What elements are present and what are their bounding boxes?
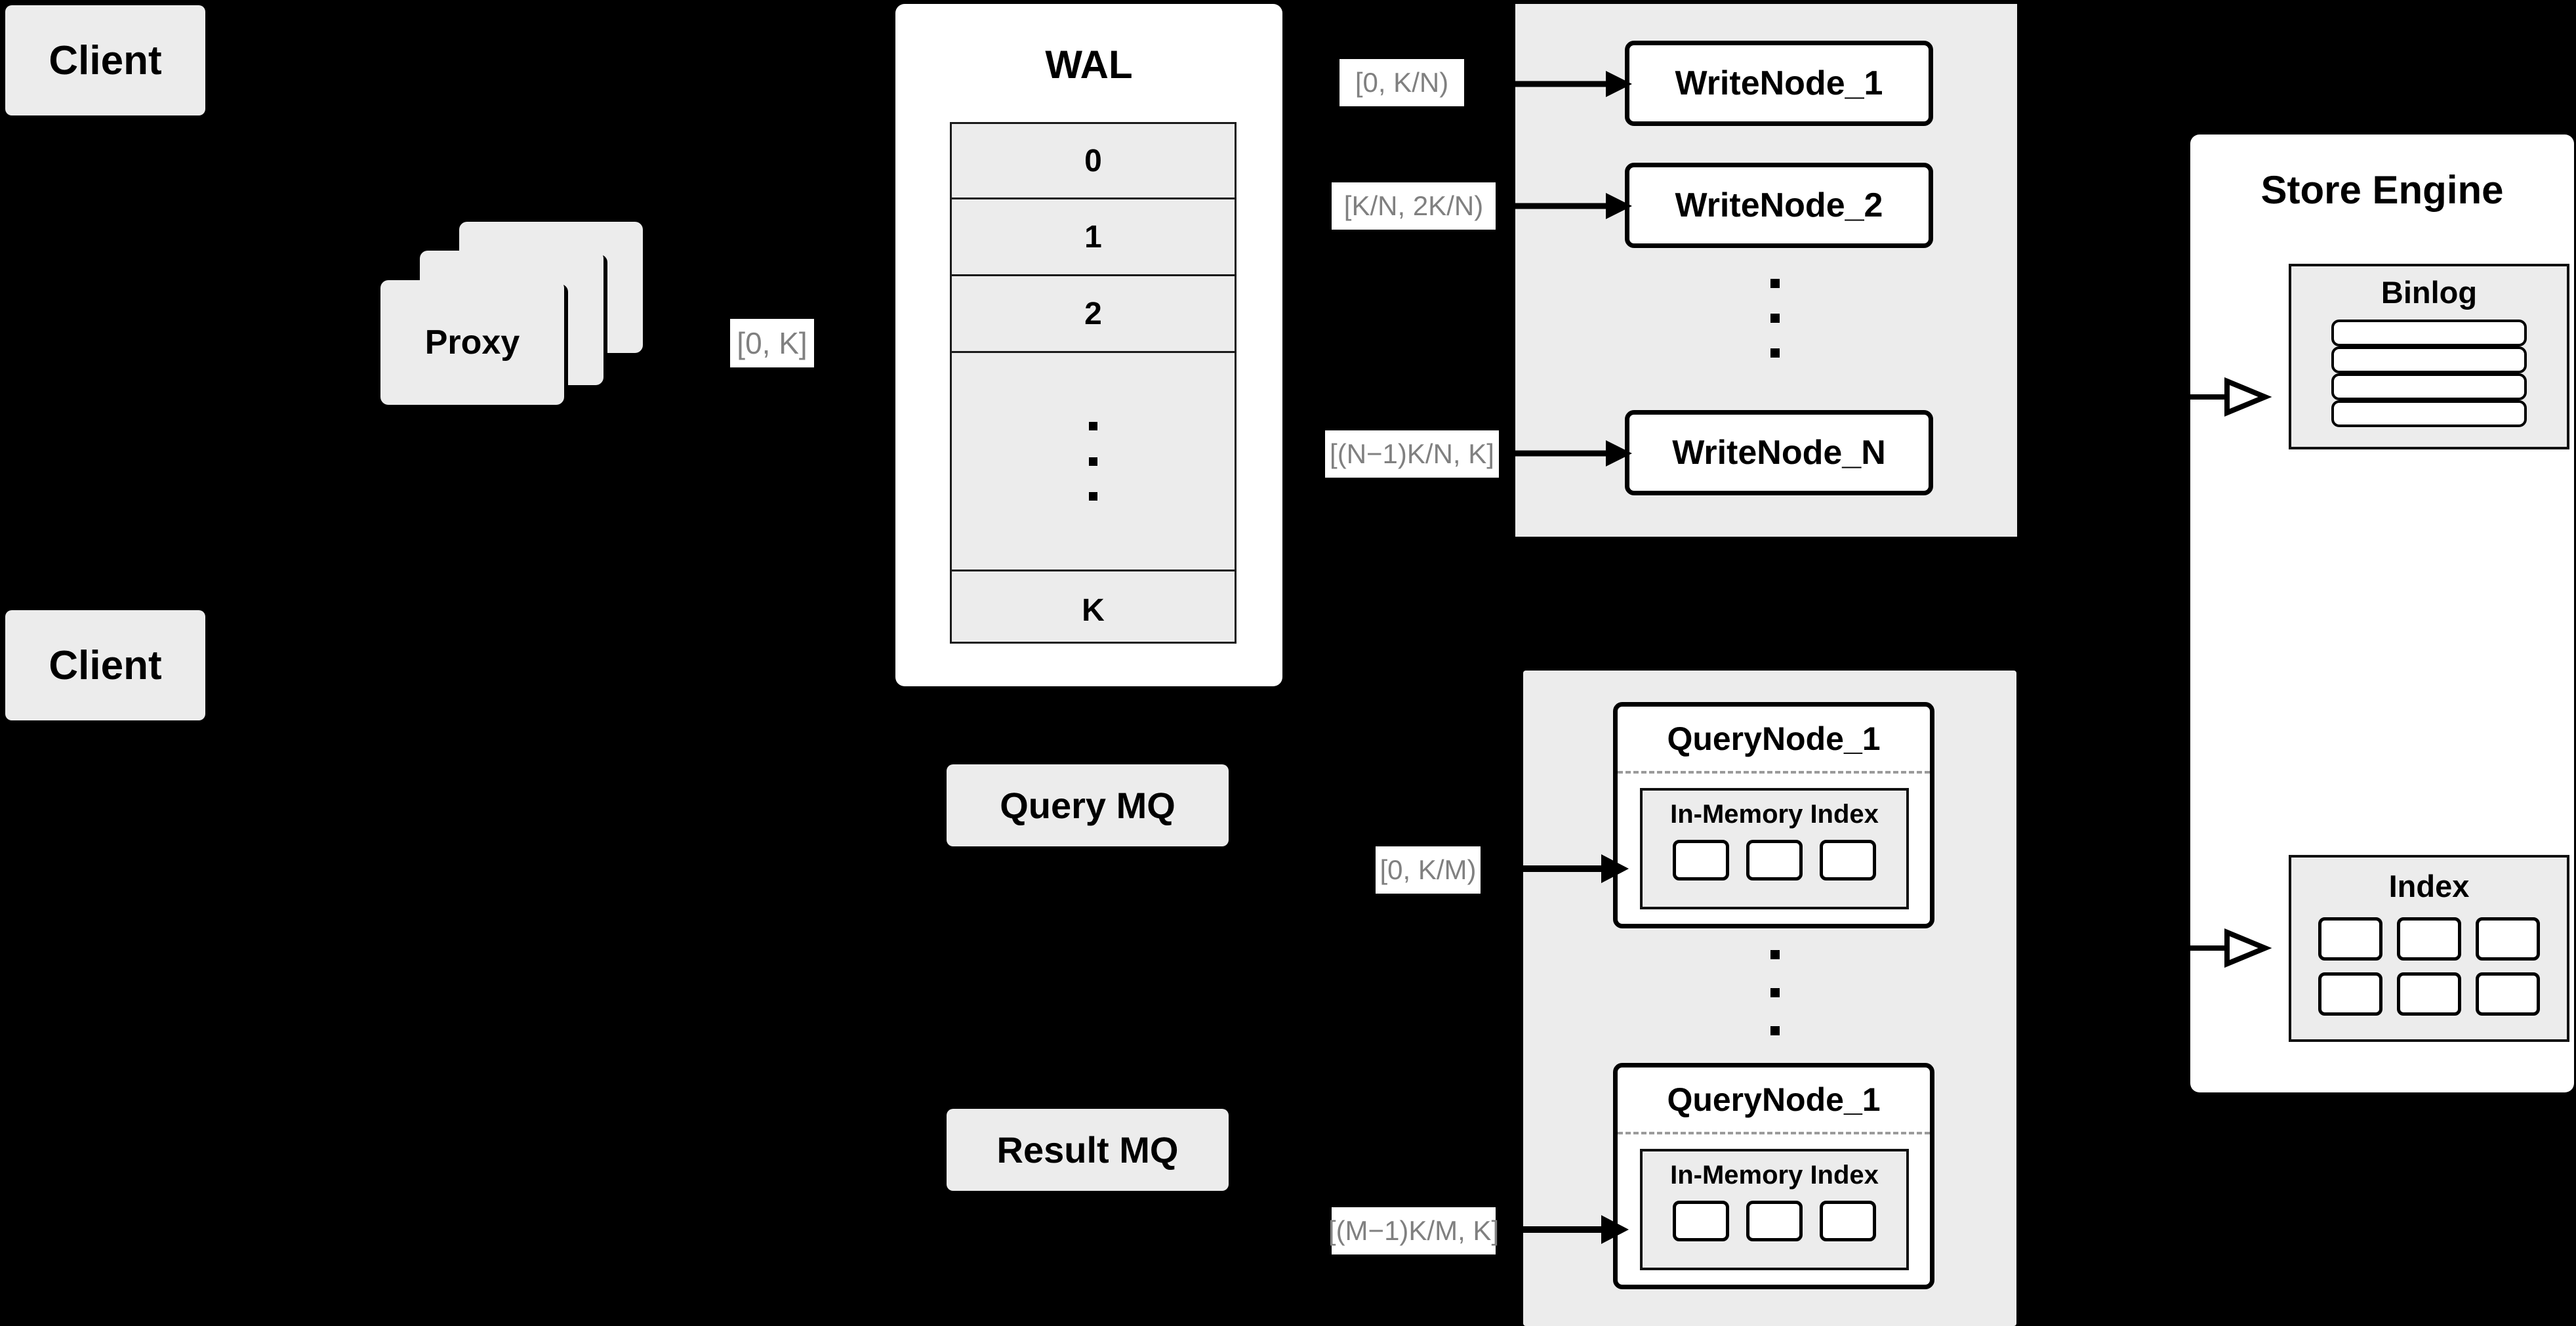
- client-label: Client: [49, 37, 162, 83]
- index-chip: [2476, 972, 2540, 1016]
- store-engine-title: Store Engine: [2260, 167, 2504, 212]
- index-chip: [2397, 917, 2461, 961]
- index-chip: [1746, 1201, 1803, 1241]
- edge-label-query-node-1: [0, K/M): [1376, 846, 1481, 894]
- arrow-to-query-node-m: [1499, 1215, 1629, 1244]
- arrow-to-binlog: [2188, 377, 2272, 417]
- wal-row-ellipsis: [952, 353, 1235, 571]
- edge-label-query-node-m: [(M−1)K/M, K]: [1328, 1207, 1499, 1254]
- write-node-n[interactable]: WriteNode_N: [1625, 410, 1933, 495]
- edge-label-write-node-n: [(N−1)K/N, K]: [1325, 430, 1499, 478]
- index-title: Index: [2388, 869, 2470, 903]
- client-box-bottom[interactable]: Client: [5, 610, 205, 720]
- write-node-label: WriteNode_N: [1672, 434, 1886, 472]
- write-node-ellipsis-icon: [1768, 279, 1782, 358]
- binlog-bar: [2331, 346, 2527, 373]
- in-memory-index-panel: In-Memory Index: [1640, 788, 1909, 909]
- wal-row: K: [1082, 593, 1105, 628]
- client-label: Client: [49, 642, 162, 688]
- write-node-2[interactable]: WriteNode_2: [1625, 163, 1933, 248]
- index-chip: [1820, 840, 1876, 881]
- arrow-to-write-node-2: [1509, 193, 1632, 219]
- in-memory-index-title: In-Memory Index: [1670, 800, 1879, 829]
- vertical-ellipsis-icon: [1089, 422, 1097, 501]
- query-node-ellipsis-icon: [1768, 950, 1782, 1035]
- in-memory-index-title: In-Memory Index: [1670, 1161, 1879, 1190]
- arrow-to-index: [2188, 928, 2272, 968]
- index-chip: [1673, 1201, 1729, 1241]
- query-mq-label: Query MQ: [1000, 785, 1176, 826]
- client-box-top[interactable]: Client: [5, 5, 205, 115]
- query-node-m[interactable]: QueryNode_1 In-Memory Index: [1613, 1063, 1934, 1289]
- arrow-to-write-node-n: [1509, 440, 1632, 466]
- binlog-panel: Binlog: [2289, 264, 2569, 449]
- proxy-stack[interactable]: Proxy: [377, 217, 653, 426]
- query-node-divider: [1618, 1132, 1930, 1134]
- in-memory-index-panel: In-Memory Index: [1640, 1149, 1909, 1270]
- edge-label-write-node-1: [0, K/N): [1339, 59, 1464, 106]
- query-mq-box[interactable]: Query MQ: [947, 764, 1229, 846]
- edge-label-proxy-to-wal: [0, K]: [730, 319, 814, 367]
- binlog-bar: [2331, 320, 2527, 346]
- result-mq-label: Result MQ: [996, 1129, 1179, 1171]
- binlog-bar: [2331, 400, 2527, 427]
- wal-table: 0 1 2 K: [950, 122, 1237, 644]
- index-chip: [2476, 917, 2540, 961]
- wal-row: 1: [952, 199, 1235, 276]
- wal-row: 0: [952, 124, 1235, 199]
- index-chip: [2318, 972, 2382, 1016]
- wal-panel: WAL 0 1 2 K: [895, 4, 1282, 686]
- query-node-1[interactable]: QueryNode_1 In-Memory Index: [1613, 702, 1934, 928]
- arrow-to-write-node-1: [1509, 71, 1632, 97]
- wal-row: 2: [952, 276, 1235, 353]
- query-node-title: QueryNode_1: [1667, 720, 1881, 757]
- proxy-card-front[interactable]: Proxy: [380, 280, 564, 405]
- query-node-divider: [1618, 771, 1930, 774]
- result-mq-box[interactable]: Result MQ: [947, 1109, 1229, 1191]
- proxy-label: Proxy: [424, 323, 520, 362]
- write-node-label: WriteNode_2: [1675, 186, 1883, 224]
- binlog-bar: [2331, 373, 2527, 400]
- binlog-title: Binlog: [2381, 275, 2478, 310]
- index-chip: [1820, 1201, 1876, 1241]
- index-chip: [2397, 972, 2461, 1016]
- query-node-title: QueryNode_1: [1667, 1081, 1881, 1118]
- arrow-to-query-node-1: [1499, 854, 1629, 883]
- index-panel: Index: [2289, 855, 2569, 1042]
- write-node-label: WriteNode_1: [1675, 64, 1883, 102]
- wal-title: WAL: [1045, 42, 1133, 87]
- index-chip: [2318, 917, 2382, 961]
- index-chip: [1673, 840, 1729, 881]
- index-chip: [1746, 840, 1803, 881]
- write-node-1[interactable]: WriteNode_1: [1625, 41, 1933, 126]
- edge-label-write-node-2: [K/N, 2K/N): [1332, 182, 1496, 230]
- store-engine-panel: Store Engine Binlog Index: [2190, 135, 2574, 1092]
